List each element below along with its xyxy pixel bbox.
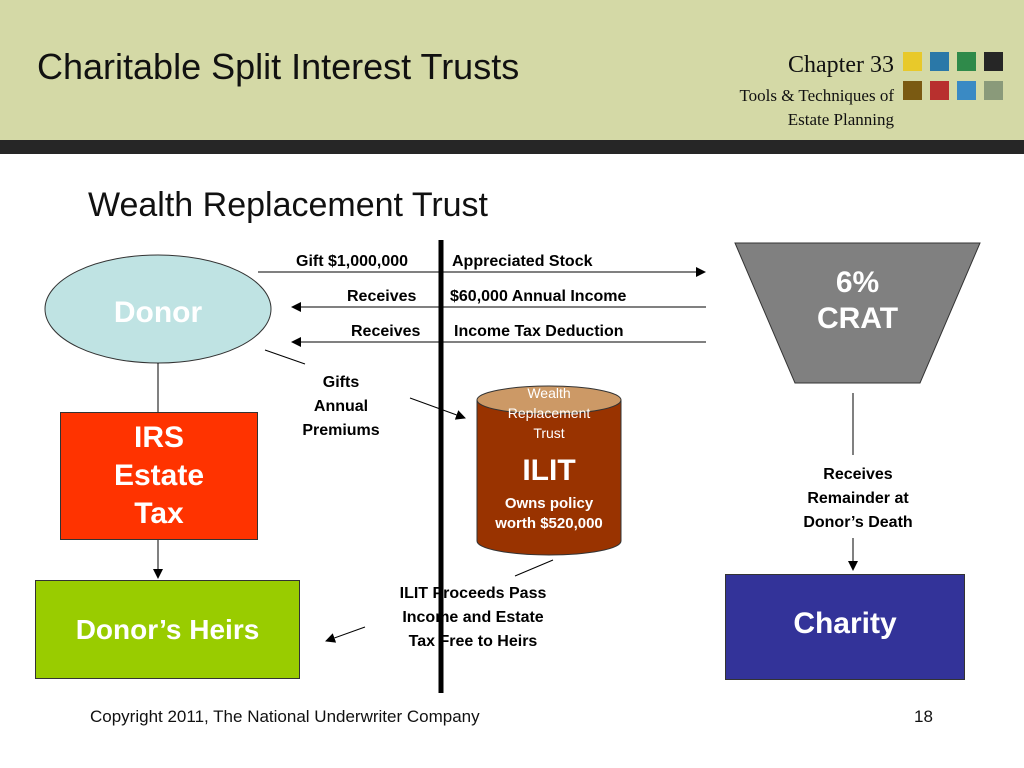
gifts-line-1: Gifts [322,374,360,391]
color-square-3 [957,52,976,71]
crat-label: 6% CRAT [780,265,935,337]
proceeds-line-3: Tax Free to Heirs [408,633,538,650]
deduction-receives-label: Receives [351,323,421,340]
deduction-label: Income Tax Deduction [454,323,624,340]
color-square-8 [984,81,1003,100]
color-square-6 [930,81,949,100]
gifts-premiums-label: Gifts Annual Premiums [281,371,401,443]
gifts-ilit-arrow [409,397,466,420]
irs-line-3: Tax [134,497,184,530]
proceeds-label: ILIT Proceeds Pass Income and Estate Tax… [368,582,578,654]
ilit-proceeds-connector [514,559,554,577]
irs-line-1: IRS [133,421,184,454]
color-square-1 [903,52,922,71]
page-number: 18 [914,707,933,726]
irs-estate-tax-box: IRS Estate Tax [60,412,258,540]
income-amount-label: $60,000 Annual Income [450,288,627,305]
ilit-policy-text: Owns policy worth $520,000 [472,494,626,534]
section-heading: Wealth Replacement Trust [88,186,488,224]
proceeds-line-2: Income and Estate [402,609,544,626]
proceeds-heirs-arrow [325,626,366,643]
gifts-line-2: Annual [313,398,369,415]
remainder-label: Receives Remainder at Donor’s Death [773,463,943,535]
donors-heirs-box: Donor’s Heirs [35,580,300,679]
header-band [0,0,1024,140]
ilit-cylinder-top [476,385,622,415]
ilit-top-line-3: Trust [533,425,565,441]
color-square-5 [903,81,922,100]
color-square-7 [957,81,976,100]
crat-rate: 6% [835,266,880,299]
slide-title: Charitable Split Interest Trusts [37,46,520,87]
ilit-top-label: Wealth Replacement Trust [477,383,621,443]
donor-gifts-connector [264,349,306,365]
gift-amount-label: Gift $1,000,000 [296,253,409,270]
subtitle-line-2: Estate Planning [787,110,894,129]
crat-trapezoid [734,242,981,384]
ilit-policy-line-1: Owns policy [504,495,594,512]
crat-name: CRAT [816,302,899,335]
ilit-top-line-1: Wealth [527,385,571,401]
ilit-cylinder-body [476,399,622,556]
copyright-footer: Copyright 2011, The National Underwriter… [90,707,480,726]
gifts-line-3: Premiums [302,422,380,439]
header-divider [0,140,1024,154]
ilit-top-line-2: Replacement [507,405,591,421]
donor-label: Donor [113,296,203,329]
ilit-title: ILIT [522,454,576,487]
subtitle-line-1: Tools & Techniques of [739,86,894,105]
chapter-label: Chapter 33 [788,52,894,78]
gift-asset-label: Appreciated Stock [452,253,593,270]
color-square-2 [930,52,949,71]
proceeds-line-1: ILIT Proceeds Pass [399,585,547,602]
book-subtitle: Tools & Techniques of Estate Planning [680,84,894,132]
irs-line-2: Estate [113,459,205,492]
remainder-line-3: Donor’s Death [803,514,913,531]
charity-box: Charity [725,574,965,680]
color-square-4 [984,52,1003,71]
remainder-line-2: Remainder at [807,490,909,507]
income-receives-label: Receives [347,288,417,305]
ilit-policy-line-2: worth $520,000 [495,515,603,532]
remainder-line-1: Receives [823,466,893,483]
